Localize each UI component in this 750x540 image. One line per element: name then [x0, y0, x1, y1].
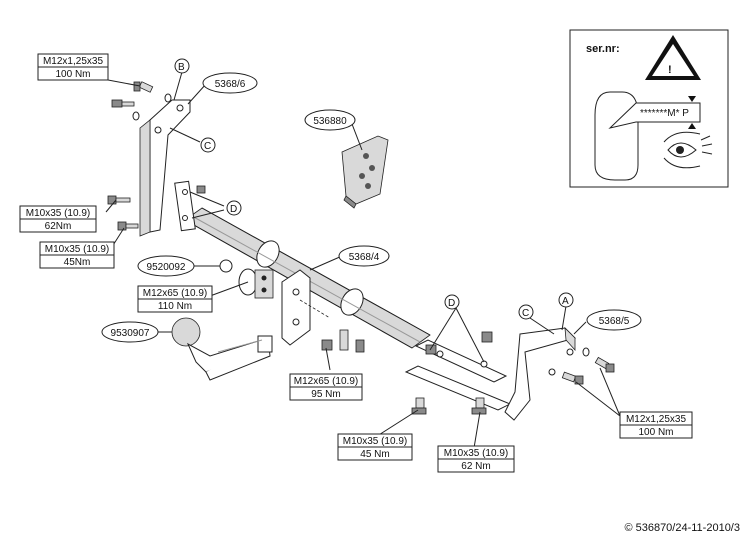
arrow-up-icon: [688, 123, 696, 129]
bolt-top-left-1: [133, 81, 154, 93]
svg-text:M12x1,25x35: M12x1,25x35: [626, 414, 686, 425]
svg-text:M12x65 (10.9): M12x65 (10.9): [143, 288, 207, 299]
label-5368-4: 5368/4: [338, 245, 390, 267]
spec-box-top-left: M12x1,25x35 100 Nm: [37, 53, 109, 81]
spec-box-right: M12x1,25x35 100 Nm: [619, 411, 693, 439]
center-right-plate: [404, 331, 512, 415]
leader-lines: [105, 71, 621, 449]
spec-box-mid-left-2: M10x35 (10.9) 45Nm: [39, 241, 115, 269]
label-9530907: 9530907: [101, 321, 159, 343]
bolt-mid-left-1: [107, 195, 131, 205]
svg-text:M10x35 (10.9): M10x35 (10.9): [26, 208, 90, 219]
bolt-top-left-2: [111, 99, 135, 108]
svg-text:100 Nm: 100 Nm: [638, 427, 673, 438]
bolt: [339, 329, 349, 351]
bolt-bottom-2: [471, 397, 487, 415]
svg-text:D: D: [448, 298, 455, 309]
callout-D-right: D: [444, 294, 460, 310]
electrical-kit: [341, 135, 389, 209]
svg-text:5368/4: 5368/4: [349, 252, 380, 263]
bolt-mid-left-2: [117, 221, 139, 231]
nut: [321, 339, 333, 351]
left-bolts: [107, 81, 206, 231]
svg-text:A: A: [562, 296, 569, 307]
warning-icon: !: [645, 35, 701, 80]
svg-text:M12x65 (10.9): M12x65 (10.9): [294, 376, 358, 387]
spec-box-bottom-1: M10x35 (10.9) 45 Nm: [337, 433, 413, 461]
nut: [196, 185, 206, 194]
svg-text:5368/6: 5368/6: [215, 79, 246, 90]
label-536880: 536880: [304, 109, 356, 131]
svg-text:95 Nm: 95 Nm: [311, 389, 340, 400]
label-9520092: 9520092: [137, 255, 195, 277]
callout-A: A: [558, 292, 574, 308]
tow-bar-silhouette: [594, 91, 639, 181]
bolt-head: [355, 339, 365, 353]
svg-text:C: C: [204, 141, 211, 152]
bolt-right-2: [594, 356, 615, 373]
left-side-bracket: [139, 99, 196, 237]
svg-text:!: !: [668, 64, 672, 76]
svg-text:5368/5: 5368/5: [599, 316, 630, 327]
washer: [164, 93, 172, 103]
right-side-bracket: [504, 326, 615, 421]
label-5368-5: 5368/5: [586, 309, 642, 331]
spec-box-ball-mount: M12x65 (10.9) 95 Nm: [289, 373, 363, 401]
svg-text:M12x1,25x35: M12x1,25x35: [43, 56, 103, 67]
callout-C-right: C: [518, 304, 534, 320]
bolt-bottom-1: [411, 397, 427, 415]
svg-text:110 Nm: 110 Nm: [158, 301, 192, 312]
serial-plate-text: *******M* P: [640, 108, 689, 119]
svg-text:C: C: [522, 308, 529, 319]
callout-D-left: D: [226, 200, 242, 216]
svg-text:536880: 536880: [313, 116, 347, 127]
washer: [132, 111, 140, 121]
arrow-down-icon: [688, 96, 696, 102]
spec-box-bottom-2: M10x35 (10.9) 62 Nm: [437, 445, 515, 473]
svg-text:45 Nm: 45 Nm: [360, 449, 389, 460]
towball: [171, 317, 273, 381]
label-5368-6: 5368/6: [202, 72, 258, 94]
svg-text:45Nm: 45Nm: [64, 257, 91, 268]
serial-number-title: ser.nr:: [586, 43, 620, 55]
callout-C-left: C: [200, 137, 216, 153]
svg-text:9520092: 9520092: [147, 262, 186, 273]
svg-text:100 Nm: 100 Nm: [55, 69, 90, 80]
bolt-right-1: [561, 371, 584, 385]
eye-icon: [663, 131, 713, 169]
svg-text:M10x35 (10.9): M10x35 (10.9): [343, 436, 407, 447]
svg-text:62 Nm: 62 Nm: [461, 461, 490, 472]
washer: [582, 347, 590, 357]
spec-box-mid-left-1: M10x35 (10.9) 62Nm: [19, 205, 97, 233]
serial-number-box: ser.nr: ! *******M* P: [569, 29, 729, 188]
svg-text:9530907: 9530907: [111, 328, 150, 339]
serial-plate: *******M* P: [608, 96, 701, 129]
svg-text:M10x35 (10.9): M10x35 (10.9): [45, 244, 109, 255]
ball-mount-plate: [281, 269, 365, 353]
svg-text:M10x35 (10.9): M10x35 (10.9): [444, 448, 508, 459]
svg-text:62Nm: 62Nm: [45, 221, 72, 232]
socket-plate-assembly: [219, 259, 274, 299]
copyright-notice: © 536870/24-11-2010/3: [624, 522, 740, 534]
callout-B: B: [174, 58, 190, 74]
spec-box-socket: M12x65 (10.9) 110 Nm: [137, 285, 213, 313]
svg-text:D: D: [230, 204, 237, 215]
svg-text:B: B: [178, 62, 185, 73]
